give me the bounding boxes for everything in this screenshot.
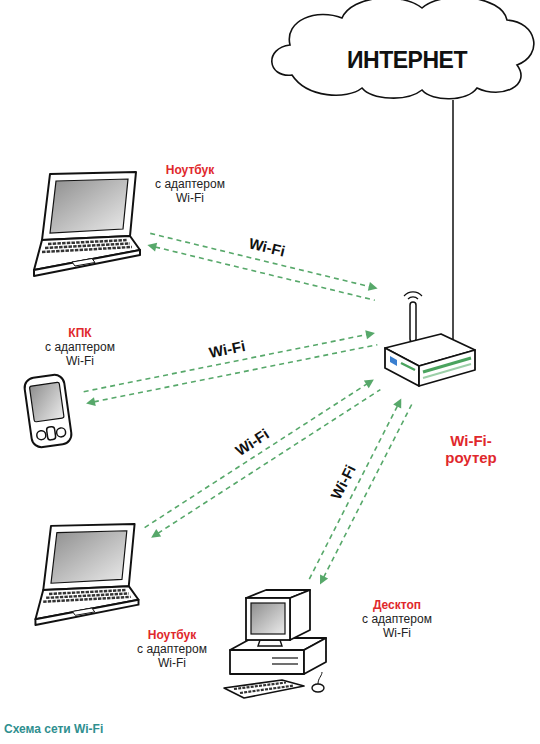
device-note: с адаптером Wi-Fi (132, 642, 212, 670)
router-stripe (423, 358, 471, 372)
device-note: с адаптером Wi-Fi (357, 612, 437, 640)
dashed-line (158, 390, 381, 534)
dashed-line (150, 233, 370, 286)
keyboard-row (48, 240, 127, 244)
pda-case (23, 374, 72, 449)
link-label: Wi-Fi (207, 337, 246, 361)
device-name: Ноутбук (122, 628, 222, 642)
signal-arc (404, 292, 422, 296)
pda-screen (29, 382, 64, 422)
node-label: Ноутбукс адаптером Wi-Fi (140, 163, 240, 205)
touchpad (72, 608, 94, 615)
laptop-edge (34, 250, 140, 276)
desktop-node: Десктопс адаптером Wi-Fi (222, 588, 334, 700)
arrow-head (151, 529, 161, 538)
arrow-head (364, 379, 374, 388)
laptop-screen (51, 531, 127, 584)
pda-body (23, 374, 72, 449)
laptop-lid (43, 524, 134, 590)
laptop-icon (30, 522, 142, 627)
diagram-caption: Схема сети Wi-Fi (4, 722, 103, 736)
link-label: Wi-Fi (232, 425, 272, 459)
link-label: Wi-Fi (327, 462, 359, 502)
internet-cable (452, 290, 454, 340)
keyboard-row (240, 686, 294, 694)
laptop-node: Ноутбукс адаптером Wi-Fi (30, 522, 142, 627)
unit-side (304, 638, 326, 674)
device-note: с адаптером Wi-Fi (150, 177, 230, 205)
node-label: КПКс адаптером Wi-Fi (30, 326, 130, 368)
node-label: Ноутбукс адаптером Wi-Fi (122, 628, 222, 670)
cable-line (452, 100, 453, 290)
router-lights (401, 363, 415, 370)
pda-button (36, 430, 46, 440)
pda-icon (18, 372, 78, 450)
keyboard-row (49, 590, 126, 594)
device-name: Ноутбук (140, 163, 240, 177)
solid-line (452, 100, 454, 290)
node-label: Десктопс адаптером Wi-Fi (347, 598, 447, 640)
router-icon (383, 290, 478, 395)
pda-node: КПКс адаптером Wi-Fi (18, 372, 78, 450)
monitor-stand (258, 640, 282, 646)
drive-slot (272, 663, 298, 664)
monitor-screen (251, 603, 285, 634)
dashed-line (309, 406, 397, 579)
cloud-node: ИНТЕРНЕТ (262, 0, 540, 100)
desktop-icon (222, 588, 334, 700)
laptop-screen (50, 179, 128, 233)
unit-front (230, 650, 304, 674)
laptop-lid (42, 172, 136, 240)
router-side (419, 350, 475, 386)
node-label: Wi-Fi- роутер (440, 432, 502, 466)
laptop-edge (35, 600, 138, 625)
wifi-link (147, 233, 377, 300)
router-antenna (410, 302, 416, 342)
device-note: с адаптером Wi-Fi (40, 340, 120, 368)
wifi-link (84, 330, 378, 406)
dashed-line (84, 335, 367, 392)
mouse-cable (318, 672, 322, 684)
monitor-front (246, 598, 290, 640)
touchpad (72, 259, 95, 267)
keyboard-row (43, 597, 131, 602)
keyboard (224, 680, 304, 698)
wifi-link (145, 379, 381, 537)
keyboard-row (42, 247, 132, 252)
laptop-node: Ноутбукс адаптером Wi-Fi (30, 170, 142, 278)
router-display (390, 356, 397, 366)
link-label: Wi-Fi (247, 235, 287, 260)
monitor-side (290, 590, 310, 640)
node-label: ИНТЕРНЕТ (268, 47, 540, 73)
device-name: КПК (30, 326, 130, 340)
pda-button (56, 427, 66, 437)
signal-arc (408, 297, 418, 299)
router-front (385, 348, 419, 386)
dashed-line (324, 404, 412, 577)
drive-slot (272, 657, 298, 658)
router-name: Wi-Fi- роутер (440, 432, 502, 466)
dashed-line (145, 384, 368, 528)
pda-button (46, 426, 56, 440)
router-node: Wi-Fi- роутер (383, 290, 478, 395)
device-name: Десктоп (347, 598, 447, 612)
wifi-link (309, 399, 412, 585)
router-stripe (423, 364, 471, 378)
laptop-icon (30, 170, 142, 278)
network-label: ИНТЕРНЕТ (268, 47, 540, 73)
mouse (312, 684, 324, 692)
